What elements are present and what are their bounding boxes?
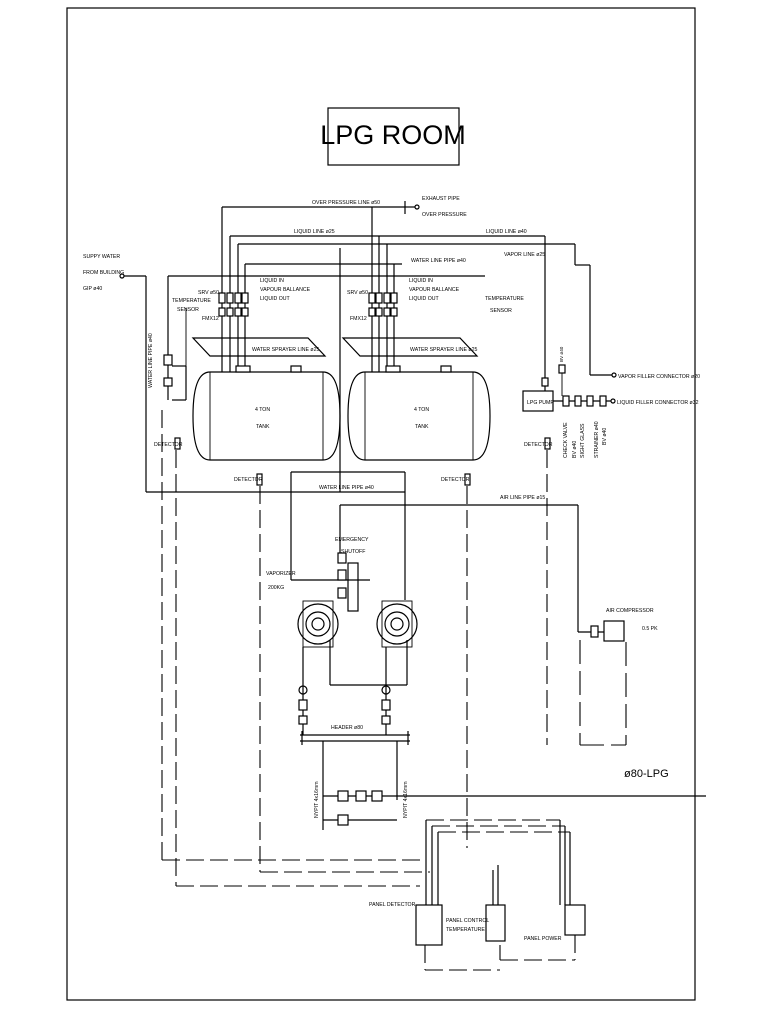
- label-over-pressure-line: OVER PRESSURE LINE ø50: [312, 200, 380, 206]
- label-liquid-filler: LIQUID FILLER CONNECTOR ø32: [617, 400, 699, 406]
- label-emergency-1: EMERGENCY: [335, 537, 369, 543]
- label-sight-glass: SIGHT GLASS: [580, 423, 586, 458]
- label-vapour-ballance-right: VAPOUR BALLANCE: [409, 287, 460, 293]
- detector-left: [174, 437, 181, 450]
- label-temp-sensor-left-1: TEMPERATURE: [172, 298, 211, 304]
- label-bv-40-b: BV ø40: [602, 428, 608, 445]
- vaporizer-piping: [290, 492, 579, 686]
- lpg-pump-assembly: [522, 364, 616, 412]
- right-tank-valves: [368, 292, 398, 317]
- detector-tank-left: [256, 473, 263, 486]
- title-box: [327, 107, 460, 166]
- label-panel-power: PANEL POWER: [524, 936, 562, 942]
- label-bv-40-a: BV ø40: [572, 441, 578, 458]
- water-valve-assembly: [163, 308, 187, 401]
- label-air-compressor-2: 0.5 PK: [642, 626, 658, 632]
- top-piping: [119, 201, 617, 505]
- label-water-line-top: WATER LINE PIPE ø40: [411, 258, 466, 264]
- label-water-line-mid: WATER LINE PIPE ø40: [319, 485, 374, 491]
- label-air-line: AIR LINE PIPE ø15: [500, 495, 545, 501]
- label-air-compressor-1: AIR COMPRESSOR: [606, 608, 654, 614]
- label-water-sprayer-right: WATER SPRAYER LINE ø25: [410, 347, 477, 353]
- label-over-pressure: OVER PRESSURE: [422, 212, 467, 218]
- label-water-sprayer-left: WATER SPRAYER LINE ø25: [252, 347, 319, 353]
- label-header: HEADER ø80: [331, 725, 363, 731]
- outlet-valves: [298, 647, 391, 735]
- vaporizer-right: [376, 600, 418, 648]
- label-panel-control-2: TEMPERATURE: [446, 927, 485, 933]
- label-srv-left: SRV ø50: [198, 290, 219, 296]
- label-strainer: STRAINER ø40: [594, 421, 600, 458]
- label-temp-sensor-right-2: SENSOR: [490, 308, 512, 314]
- label-tank-left-1: 4 TON: [255, 407, 270, 413]
- air-compressor: [578, 620, 627, 746]
- label-exhaust-pipe: EXHAUST PIPE: [422, 196, 460, 202]
- panel-power: [564, 904, 586, 936]
- header-manifold: [300, 731, 410, 745]
- drawing-frame: [66, 7, 696, 1001]
- label-water-line-vertical: WATER LINE PIPE ø40: [148, 333, 154, 388]
- emergency-shutoff-valve: [337, 552, 347, 564]
- label-detector-tank-left: DETECTOR: [234, 477, 263, 483]
- label-liquid-in-right: LIQUID IN: [409, 278, 433, 284]
- label-liquid-line-right: LIQUID LINE ø40: [486, 229, 527, 235]
- label-vaporizer-1: VAPORIZER: [266, 571, 296, 577]
- label-liquid-out-left: LIQUID OUT: [260, 296, 291, 302]
- water-sprayer-left: [191, 337, 327, 357]
- label-liquid-line-left: LIQUID LINE ø25: [294, 229, 335, 235]
- label-emergency-2: SHUTOFF: [341, 549, 365, 555]
- label-fm-right: FMX12: [350, 316, 367, 322]
- water-sprayer-right: [341, 337, 479, 357]
- panel-control: [485, 904, 506, 942]
- detector-right: [544, 437, 551, 450]
- label-vapor-line: VAPOR LINE ø25: [504, 252, 545, 258]
- detector-tank-right: [464, 473, 471, 486]
- label-srv-right: SRV ø50: [347, 290, 368, 296]
- label-panel-detector: PANEL DETECTOR: [369, 902, 416, 908]
- label-detector-right: DETECTOR: [524, 442, 553, 448]
- label-temp-sensor-right-1: TEMPERATURE: [485, 296, 524, 302]
- label-check-valve: CHECK VALVE: [563, 422, 569, 458]
- label-tank-right-2: TANK: [415, 424, 429, 430]
- page-title: LPG ROOM: [320, 120, 466, 150]
- label-liquid-in-left: LIQUID IN: [260, 278, 284, 284]
- label-tank-right-1: 4 TON: [414, 407, 429, 413]
- regulator-assembly: [322, 741, 706, 830]
- label-lpg-pump: LPG PUMP: [527, 400, 554, 406]
- label-fm-left: FMX12: [202, 316, 219, 322]
- label-vaporizer-2: 200KG: [268, 585, 284, 591]
- label-temp-sensor-left-2: SENSOR: [177, 307, 199, 313]
- panel-detector: [415, 904, 443, 946]
- label-supply-water-2: FROM BUILDING: [83, 270, 124, 276]
- tank-right: [347, 365, 491, 461]
- label-supply-water-3: GIP ø40: [83, 286, 102, 292]
- cable-runs: [161, 410, 576, 971]
- label-regulator-left: NYPIT 4x16mm: [314, 781, 320, 818]
- vaporizer-left: [297, 600, 339, 648]
- label-bv-40-c: BV ø40: [559, 346, 564, 362]
- label-detector-left: DETECTOR: [154, 442, 183, 448]
- label-detector-tank-right: DETECTOR: [441, 477, 470, 483]
- label-regulator-right: NYPIT 4x16mm: [403, 781, 409, 818]
- tank-left: [192, 365, 341, 461]
- label-supply-water-1: SUPPY WATER: [83, 254, 120, 260]
- label-vapour-ballance-left: VAPOUR BALLANCE: [260, 287, 311, 293]
- label-liquid-out-right: LIQUID OUT: [409, 296, 440, 302]
- left-tank-valves: [218, 292, 249, 317]
- label-tank-left-2: TANK: [256, 424, 270, 430]
- label-panel-control-1: PANEL CONTROL: [446, 918, 489, 924]
- label-lpg-80: ø80-LPG: [624, 768, 669, 780]
- label-vapor-filler: VAPOR FILLER CONNECTOR ø20: [618, 374, 700, 380]
